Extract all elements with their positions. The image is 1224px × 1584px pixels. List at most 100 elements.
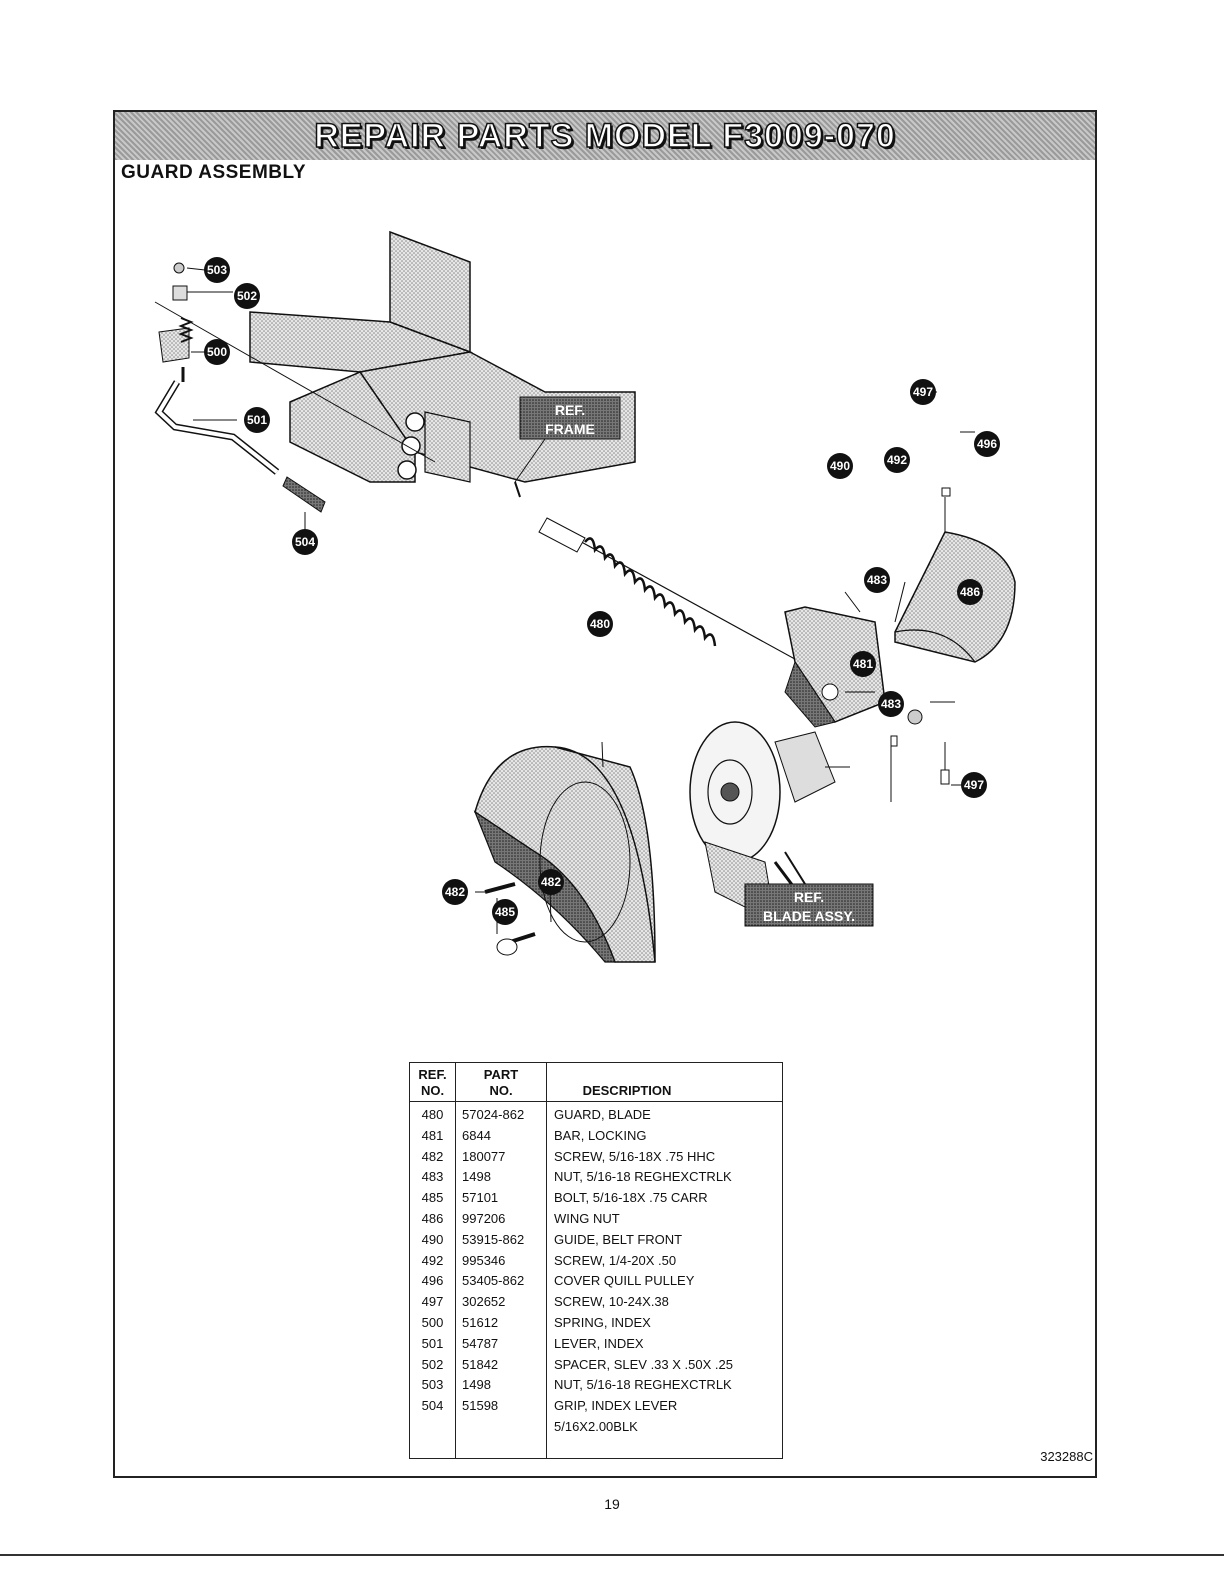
svg-text:486: 486	[960, 585, 980, 599]
ref-no: 492	[421, 1252, 444, 1268]
description: SCREW, 5/16-18X .75 HHC	[554, 1148, 716, 1164]
page-frame: REPAIR PARTS MODEL F3009-070 GUARD ASSEM…	[113, 110, 1097, 1478]
svg-text:483: 483	[867, 573, 887, 587]
svg-text:501: 501	[247, 413, 267, 427]
svg-text:480: 480	[590, 617, 610, 631]
ref-no: 496	[421, 1273, 444, 1289]
callout-502: 502	[234, 283, 260, 309]
ref-no: 485	[421, 1190, 444, 1206]
exploded-parts-diagram: REF. FRAME REF. BLADE ASSY. 503 502 500 …	[154, 230, 1016, 963]
description: BAR, LOCKING	[554, 1127, 647, 1143]
bottom-rule	[0, 1554, 1224, 1556]
callout-501: 501	[244, 407, 270, 433]
callout-492: 492	[884, 447, 910, 473]
part-no: 53405-862	[462, 1273, 525, 1289]
description: NUT, 5/16-18 REGHEXCTRLK	[554, 1377, 732, 1393]
table-row: 5/16X2.00BLK	[410, 1419, 782, 1440]
part-no: 6844	[462, 1127, 491, 1143]
pulley-cover-part	[894, 497, 1016, 777]
callout-485: 485	[492, 899, 518, 925]
svg-text:497: 497	[964, 778, 984, 792]
callout-486: 486	[957, 579, 983, 605]
callout-503: 503	[204, 257, 230, 283]
part-no: 57024-862	[462, 1107, 525, 1122]
leader-lines	[186, 267, 975, 923]
svg-text:482: 482	[445, 885, 465, 899]
description: SCREW, 10-24X.38	[554, 1294, 669, 1310]
callout-483-upper: 483	[864, 567, 890, 593]
table-divider	[546, 1063, 547, 1458]
description: LEVER, INDEX	[554, 1335, 644, 1351]
svg-text:496: 496	[977, 437, 997, 451]
callout-504: 504	[292, 529, 318, 555]
ref-no: 504	[421, 1398, 444, 1414]
part-no: 1498	[462, 1377, 491, 1393]
ref-blade-assy-label: REF. BLADE ASSY.	[744, 883, 874, 927]
part-no: 57101	[462, 1190, 499, 1206]
callout-490: 490	[827, 453, 853, 479]
index-lever-assembly	[154, 262, 436, 537]
svg-text:FRAME: FRAME	[545, 421, 595, 437]
part-no: 51842	[462, 1356, 499, 1372]
ref-no: 497	[421, 1294, 444, 1310]
ref-no: 490	[421, 1231, 444, 1247]
callout-497-bottom: 497	[961, 772, 987, 798]
callout-497-top: 497	[910, 379, 936, 405]
frame-part	[249, 230, 636, 498]
header-ref-line1: REF.	[418, 1067, 447, 1082]
ref-no: 501	[421, 1335, 444, 1351]
table-row: 481 6844 BAR, LOCKING	[410, 1128, 782, 1149]
callout-480: 480	[587, 611, 613, 637]
part-no: 51612	[462, 1314, 499, 1330]
callout-500: 500	[204, 339, 230, 365]
part-no: 53915-862	[462, 1231, 525, 1247]
header-ref-line2: NO.	[420, 1083, 445, 1098]
callout-482-right: 482	[538, 869, 564, 895]
description: 5/16X2.00BLK	[554, 1418, 638, 1434]
svg-text:500: 500	[207, 345, 227, 359]
svg-text:504: 504	[295, 535, 315, 549]
description: SCREW, 1/4-20X .50	[554, 1252, 677, 1268]
description: BOLT, 5/16-18X .75 CARR	[554, 1190, 708, 1206]
callout-482-left: 482	[442, 879, 468, 905]
header-part-line2: NO.	[489, 1083, 513, 1098]
part-no: 54787	[462, 1335, 499, 1351]
hardware-parts	[484, 487, 951, 956]
description: GRIP, INDEX LEVER	[554, 1398, 678, 1414]
page-title: REPAIR PARTS MODEL F3009-070	[313, 116, 896, 156]
ref-no: 481	[421, 1127, 444, 1143]
svg-text:REF.: REF.	[555, 402, 585, 418]
description: SPRING, INDEX	[554, 1314, 651, 1330]
blade-guard-part	[473, 745, 656, 963]
header-ref: REF. NO.	[410, 1067, 455, 1099]
callout-496: 496	[974, 431, 1000, 457]
svg-text:502: 502	[237, 289, 257, 303]
header-part-line1: PART	[483, 1067, 519, 1082]
part-no: 997206	[462, 1210, 506, 1226]
svg-text:482: 482	[541, 875, 561, 889]
header-part: PART NO.	[456, 1067, 546, 1099]
description: SPACER, SLEV .33 X .50X .25	[554, 1356, 733, 1372]
part-no: 1498	[462, 1169, 491, 1185]
description: GUARD, BLADE	[554, 1107, 651, 1122]
svg-text:492: 492	[887, 453, 907, 467]
part-no: 995346	[462, 1252, 506, 1268]
svg-text:BLADE ASSY.: BLADE ASSY.	[763, 908, 855, 924]
svg-text:483: 483	[881, 697, 901, 711]
section-subtitle: GUARD ASSEMBLY	[121, 162, 307, 183]
title-banner: REPAIR PARTS MODEL F3009-070	[115, 112, 1095, 160]
svg-text:503: 503	[207, 263, 227, 277]
svg-text:REF.: REF.	[794, 889, 824, 905]
svg-text:485: 485	[495, 905, 515, 919]
svg-text:490: 490	[830, 459, 850, 473]
callout-481: 481	[850, 651, 876, 677]
svg-text:481: 481	[853, 657, 873, 671]
